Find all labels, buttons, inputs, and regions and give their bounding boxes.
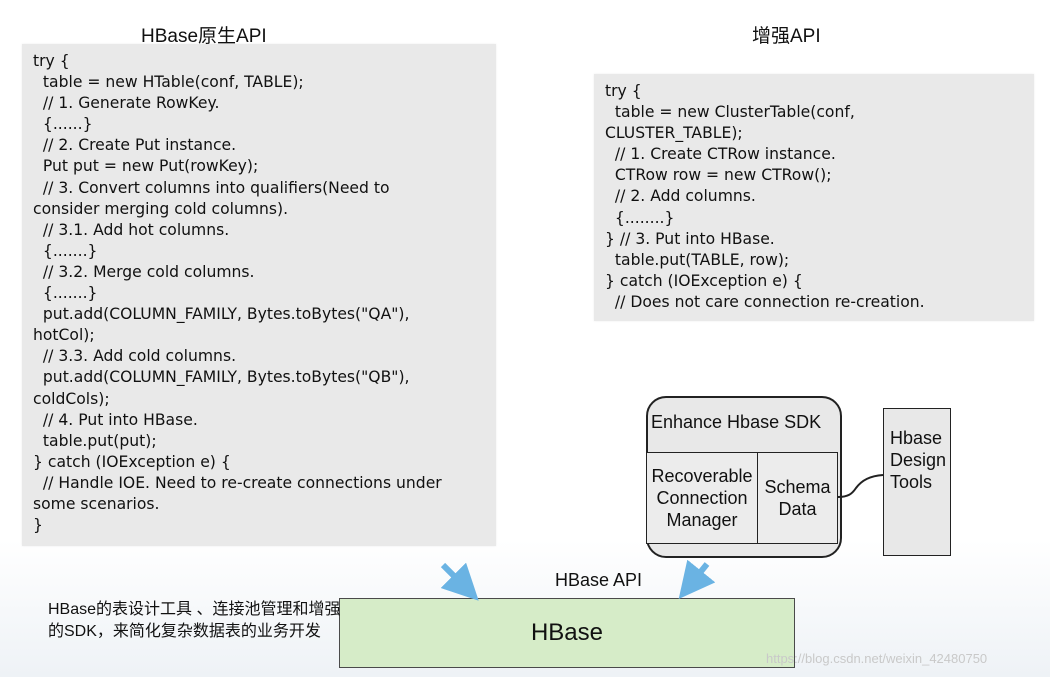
native-api-arrow (440, 562, 479, 601)
schema-tools-connector (837, 474, 884, 498)
enhance-sdk-title: Enhance Hbase SDK (651, 412, 822, 432)
native-code-box: try { table = new HTable(conf, TABLE); /… (22, 44, 496, 546)
schema-data-box: Schema Data (757, 452, 838, 544)
native-api-title: HBase原生API (141, 26, 267, 47)
sdk-arrow (678, 559, 716, 599)
native-code: try { table = new HTable(conf, TABLE); /… (33, 52, 442, 535)
hbase-box: HBase (339, 598, 795, 668)
design-tools-label: Hbase Design Tools (890, 428, 947, 492)
watermark: https://blog.csdn.net/weixin_42480750 (766, 651, 988, 666)
recoverable-connection-manager-label: Recoverable Connection Manager (651, 466, 753, 530)
enhanced-code: try { table = new ClusterTable(conf, CLU… (605, 82, 925, 311)
design-tools-box (883, 408, 951, 556)
schema-data-label: Schema Data (764, 477, 831, 519)
enhanced-api-title: 增强API (752, 26, 821, 47)
note-text: HBase的表设计工具 、连接池管理和增强的SDK，来简化复杂数据表的业务开发 (48, 601, 341, 640)
recoverable-connection-manager-box: Recoverable Connection Manager (646, 452, 758, 544)
hbase-api-label: HBase API (555, 570, 643, 590)
enhanced-code-box: try { table = new ClusterTable(conf, CLU… (594, 74, 1034, 321)
hbase-label: HBase (530, 619, 604, 646)
